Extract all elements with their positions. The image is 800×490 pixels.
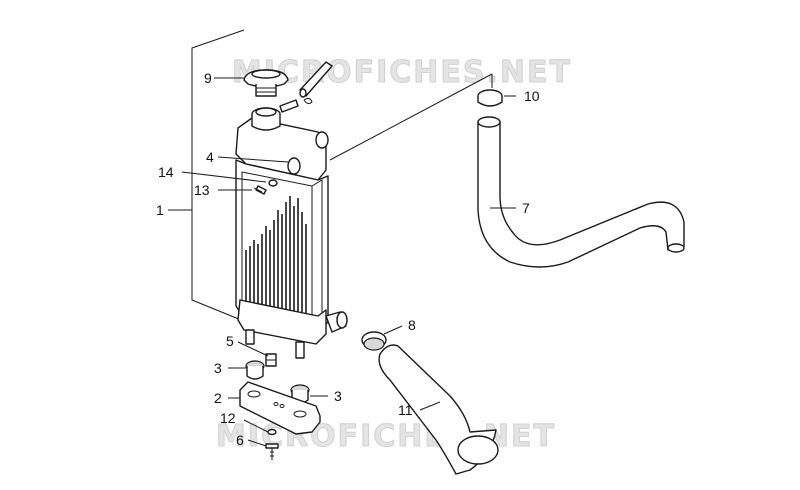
rubber-mount-5 bbox=[265, 353, 277, 367]
callout-14: 14 bbox=[158, 164, 174, 180]
callout-5: 5 bbox=[226, 333, 234, 349]
callout-8: 8 bbox=[408, 317, 416, 333]
leader-lines bbox=[168, 77, 516, 447]
hose-clamp-10 bbox=[477, 89, 503, 107]
radiator-core bbox=[235, 99, 348, 359]
callout-13: 13 bbox=[194, 182, 210, 198]
callout-1: 1 bbox=[156, 202, 164, 218]
washer-12 bbox=[267, 428, 277, 436]
lower-hose-11 bbox=[378, 344, 499, 475]
callout-11: 11 bbox=[398, 402, 413, 418]
callout-6: 6 bbox=[236, 432, 244, 448]
callout-9: 9 bbox=[204, 70, 212, 86]
watermark-top: MICROFICHES.NET bbox=[232, 55, 572, 90]
top-tank-clip bbox=[287, 157, 301, 175]
mounting-plate-2 bbox=[239, 381, 321, 435]
bolt-6 bbox=[265, 443, 279, 460]
callout-12: 12 bbox=[220, 410, 236, 426]
overflow-hose bbox=[299, 61, 333, 98]
watermark-bottom: MICROFICHES.NET bbox=[216, 419, 556, 454]
assembly-bracket bbox=[191, 29, 493, 323]
radiator-cap bbox=[243, 69, 289, 97]
callout-labels: 9 10 4 14 13 1 7 8 5 3 3 2 11 12 6 bbox=[156, 70, 540, 448]
bolt-13 bbox=[253, 185, 267, 195]
callout-10: 10 bbox=[524, 88, 540, 104]
overflow-clip bbox=[303, 97, 313, 105]
radiator-fins bbox=[245, 196, 307, 318]
callout-7: 7 bbox=[522, 200, 530, 216]
callout-3b: 3 bbox=[334, 388, 342, 404]
hose-clamp-8 bbox=[361, 331, 387, 351]
upper-hose-7 bbox=[477, 116, 685, 268]
washer-14 bbox=[268, 179, 278, 187]
callout-2: 2 bbox=[214, 390, 222, 406]
callout-3a: 3 bbox=[214, 360, 222, 376]
callout-4: 4 bbox=[206, 149, 214, 165]
grommet-3a bbox=[245, 360, 265, 380]
